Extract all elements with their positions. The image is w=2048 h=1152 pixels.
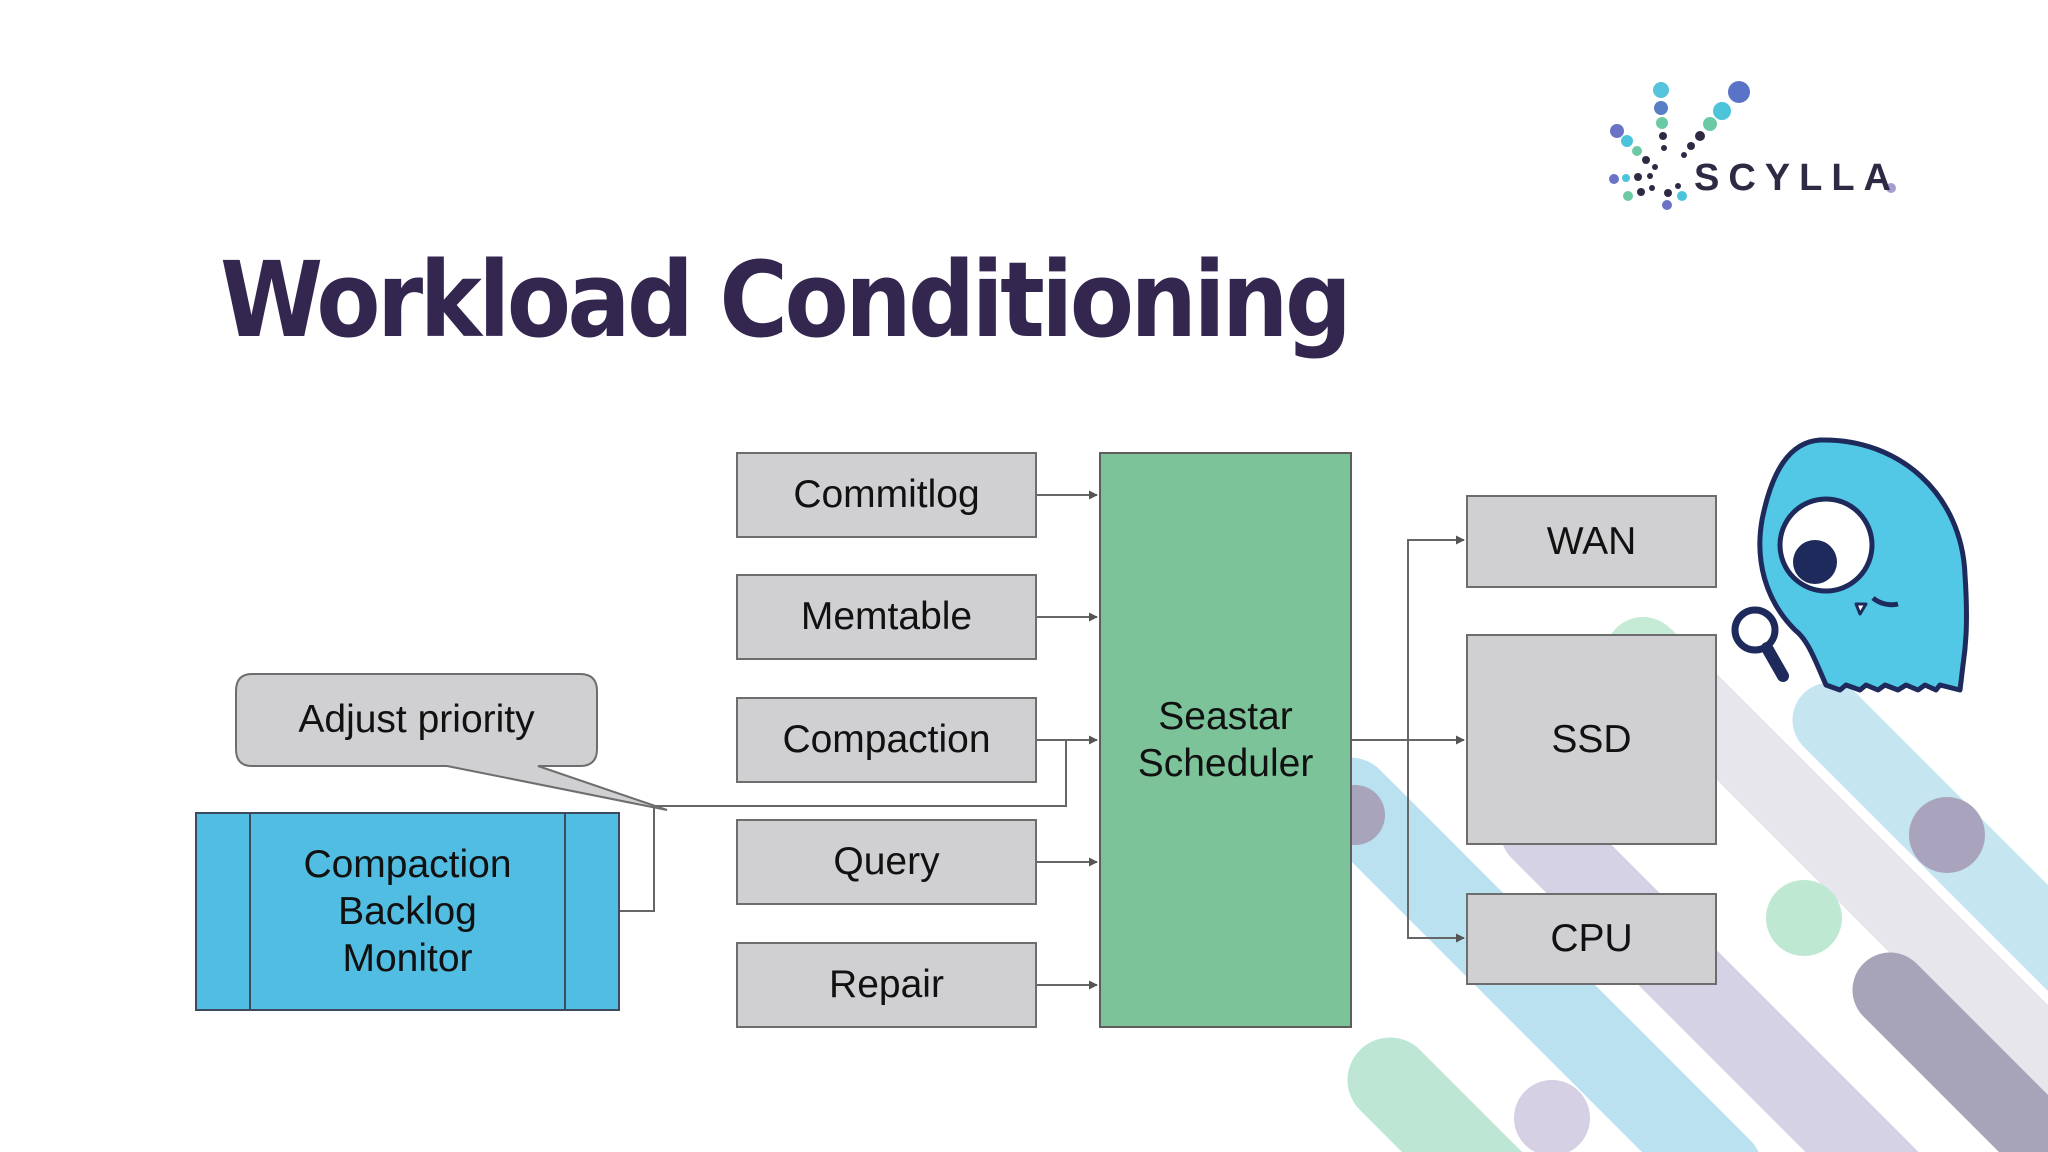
dot-purple-right: [1909, 797, 1985, 873]
box-memtable: Memtable: [736, 574, 1037, 660]
stripe-blue: [1307, 757, 1759, 1152]
stripe-light-gray: [1612, 622, 2048, 1112]
arrow-scheduler-to-wan: [1407, 535, 1465, 740]
callout-label: Adjust priority: [298, 698, 535, 741]
box-query-label: Query: [833, 840, 940, 883]
box-scheduler-label: Seastar Scheduler: [1137, 695, 1314, 785]
box-repair-label: Repair: [829, 963, 944, 1006]
page-title: Workload Conditioning: [220, 239, 1352, 361]
box-commitlog-label: Commitlog: [793, 473, 980, 516]
box-compaction: Compaction: [736, 697, 1037, 783]
box-compaction-label: Compaction: [782, 718, 991, 761]
stripe-mint: [1347, 1037, 1523, 1152]
dot-mint-right: [1766, 880, 1842, 956]
arrow-scheduler-to-cpu: [1407, 740, 1465, 943]
box-query: Query: [736, 819, 1037, 905]
callout-bubble: [235, 673, 668, 811]
monitor-divider-right: [564, 814, 566, 1009]
stripe-lavender: [1500, 790, 1919, 1152]
box-compaction-backlog-monitor: Compaction Backlog Monitor: [195, 812, 620, 1011]
box-repair: Repair: [736, 942, 1037, 1028]
monitor-divider-left: [249, 814, 251, 1009]
box-cpu: CPU: [1466, 893, 1717, 985]
box-cpu-label: CPU: [1550, 917, 1633, 960]
callout-adjust-priority: Adjust priority: [236, 674, 597, 766]
box-memtable-label: Memtable: [800, 595, 973, 638]
box-commitlog: Commitlog: [736, 452, 1037, 538]
dot-lavender: [1514, 1080, 1590, 1152]
box-monitor-label: Compaction Backlog Monitor: [303, 843, 512, 980]
box-ssd: SSD: [1466, 634, 1717, 845]
box-seastar-scheduler: Seastar Scheduler: [1099, 452, 1352, 1028]
box-wan-label: WAN: [1546, 519, 1637, 563]
box-wan: WAN: [1466, 495, 1717, 588]
box-ssd-label: SSD: [1551, 717, 1632, 761]
logo-wordmark: SCYLLA: [1694, 157, 1900, 199]
stripe-gray-purple: [1852, 952, 2048, 1152]
